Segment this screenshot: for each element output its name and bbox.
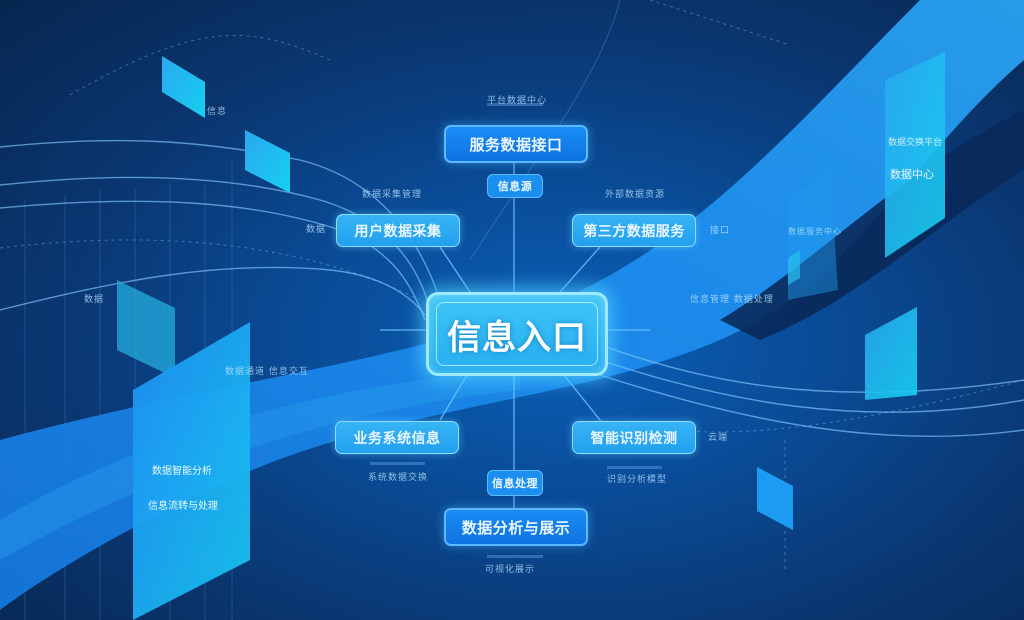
- tag-top[interactable]: 信息源: [487, 174, 543, 198]
- caption-bar: [487, 103, 543, 106]
- center-node-info-entry[interactable]: 信息入口: [426, 292, 608, 376]
- node-top[interactable]: 服务数据接口: [444, 125, 588, 163]
- top-right-caption: 外部数据资源: [605, 190, 666, 200]
- node-top-left-label: 用户数据采集: [354, 223, 442, 240]
- tag-top-label: 信息源: [497, 180, 533, 193]
- small-tag: 数据: [84, 295, 105, 305]
- floating-panel: [162, 56, 205, 118]
- caption-bar: [370, 462, 425, 465]
- tag-bottom-label: 信息处理: [492, 477, 538, 490]
- small-tag: 接口: [710, 226, 731, 236]
- bottom-right-caption: 识别分析模型: [607, 475, 668, 485]
- right-panel-text-1: 数据交换平台: [888, 138, 943, 148]
- node-bottom-right-label: 智能识别检测: [590, 430, 678, 447]
- right-mid-caption-2: 信息管理 数据处理: [690, 295, 774, 305]
- node-top-left[interactable]: 用户数据采集: [336, 214, 460, 247]
- node-bottom[interactable]: 数据分析与展示: [444, 508, 588, 546]
- small-tag: 云端: [708, 433, 729, 443]
- left-mid-caption: 数据通道 信息交互: [225, 367, 309, 377]
- center-node-inner-border: [436, 302, 598, 366]
- node-top-label: 服务数据接口: [469, 135, 563, 154]
- left-panel-text-1: 数据智能分析: [152, 466, 212, 477]
- tag-bottom[interactable]: 信息处理: [487, 470, 543, 496]
- top-left-caption: 数据采集管理: [362, 190, 423, 200]
- node-bottom-left[interactable]: 业务系统信息: [335, 421, 459, 454]
- node-bottom-right[interactable]: 智能识别检测: [572, 421, 696, 454]
- caption-bar: [607, 466, 662, 469]
- small-tag: 信息: [207, 107, 228, 117]
- center-node-label: 信息入口: [447, 317, 587, 358]
- right-panel-text-2: 数据中心: [890, 168, 934, 181]
- top-node-caption: 平台数据中心: [487, 96, 548, 106]
- right-mid-caption-1: 数据服务中心: [788, 227, 842, 236]
- node-bottom-left-label: 业务系统信息: [353, 430, 441, 447]
- small-tag: 数据: [306, 225, 327, 235]
- node-bottom-label: 数据分析与展示: [461, 518, 571, 537]
- node-top-right-label: 第三方数据服务: [583, 223, 685, 240]
- node-top-right[interactable]: 第三方数据服务: [572, 214, 696, 247]
- left-panel-text-2: 信息流转与处理: [148, 501, 218, 512]
- bottom-caption: 可视化展示: [485, 565, 536, 575]
- caption-bar: [487, 555, 543, 558]
- bottom-left-caption: 系统数据交换: [368, 473, 429, 483]
